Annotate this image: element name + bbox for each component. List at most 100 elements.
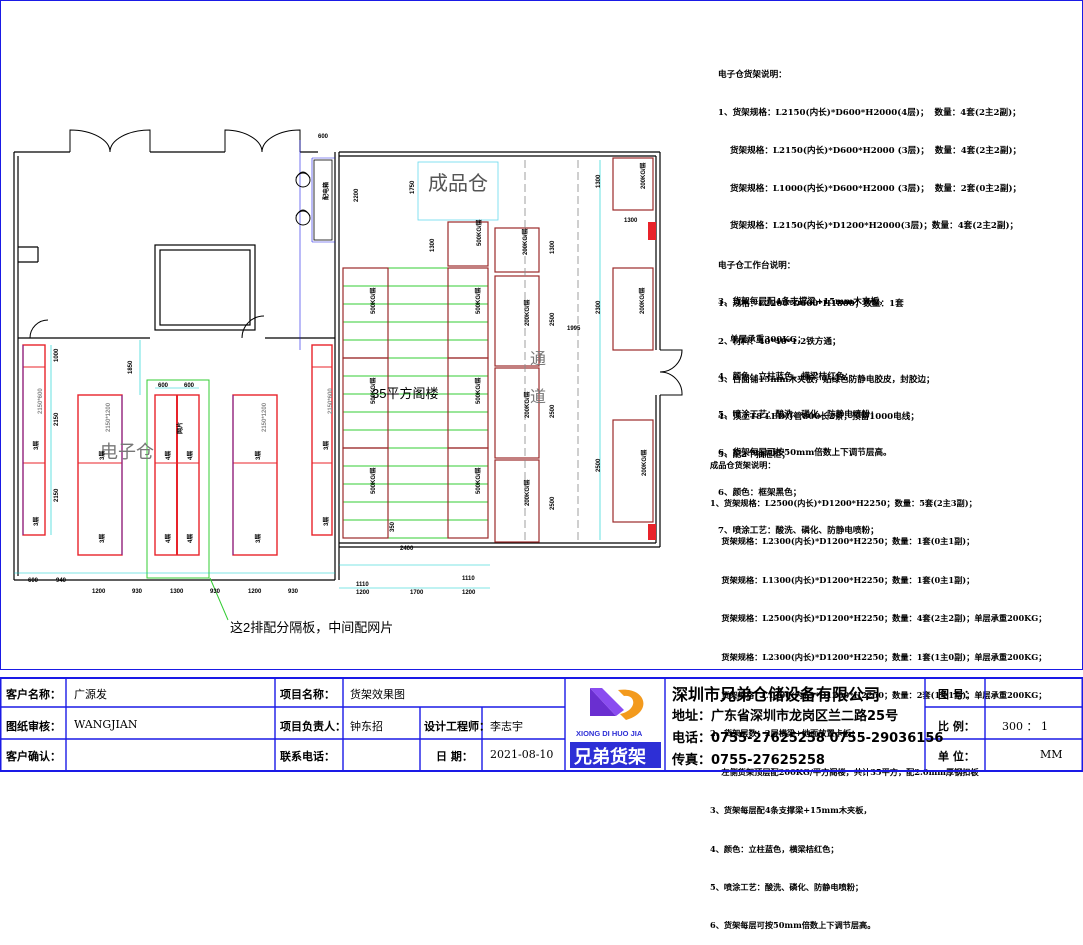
customer-value: 广源发 bbox=[74, 688, 107, 701]
project-name-label: 项目名称： bbox=[280, 688, 335, 701]
company-fax: 传真：0755-27625258 bbox=[672, 753, 825, 768]
notes-finished-line: 货架规格：L2300(内长)*D1200*H2250；数量：1套(0主1副)； bbox=[710, 536, 975, 547]
notes-workbench-line: 7、喷涂工艺：酸洗、磷化、防静电喷粉； bbox=[718, 525, 879, 536]
dim-top-gap: 1750 bbox=[410, 180, 416, 194]
notes-workbench-line: 3、台面铺15mm木夹板，贴绿色防静电胶皮，封胶边； bbox=[718, 374, 935, 385]
rack-label-500-4: 500KG/层 bbox=[475, 219, 483, 246]
notes-electronic-line: 货架规格：L1000(内长)*D600*H2000 (3层)； 数量：2套(0主… bbox=[718, 183, 1022, 194]
doors bbox=[29, 129, 683, 396]
rack-label-500-6: 500KG/层 bbox=[474, 377, 482, 404]
dim-b-600: 600 bbox=[28, 578, 39, 584]
notes-electronic-title: 电子仓货架说明： bbox=[718, 70, 787, 81]
dim-b-1300: 1300 bbox=[170, 589, 184, 595]
dim-b-930-a: 930 bbox=[132, 589, 143, 595]
rack-layer-3-4: 3层 bbox=[98, 534, 106, 543]
rack-label-200-6: 200KG/层 bbox=[638, 287, 646, 314]
dim-b-940: 940 bbox=[56, 578, 67, 584]
rack-spec-2: 2150*1200 bbox=[106, 402, 112, 432]
notes-finished-title: 成品仓货架说明： bbox=[710, 459, 776, 470]
walls bbox=[13, 151, 661, 581]
rack-layer-4-4: 4层 bbox=[186, 534, 194, 543]
rack-spec-3: 2150*1200 bbox=[262, 402, 268, 432]
rack-layer-3-6: 3层 bbox=[254, 534, 262, 543]
notes-finished-line: 货架规格：L2500(内长)*D1200*H2250；数量：4套(2主2副)；单… bbox=[710, 613, 1047, 624]
dim-right-1300-b: 1300 bbox=[596, 174, 602, 188]
dim-right-2500-b: 2500 bbox=[550, 404, 556, 418]
rack-net: 网片 bbox=[176, 422, 184, 434]
company-address: 地址：广东省深圳市龙岗区兰二路25号 bbox=[672, 709, 899, 724]
dim-b-1110-b: 1110 bbox=[462, 576, 475, 582]
dim-b-1200-a: 1200 bbox=[92, 589, 106, 595]
notes-workbench-line: 1、规格：L2200*D600*H1800；数量：1套 bbox=[718, 298, 904, 309]
notes-electronic-line: 4、颜色：立柱蓝色，横梁桔红色； bbox=[718, 372, 853, 383]
rack-label-500-3: 500KG/层 bbox=[369, 467, 377, 494]
rack-spec-4: 2150*600 bbox=[328, 388, 334, 414]
customer-confirm-label: 客户确认： bbox=[6, 750, 61, 763]
logo-cn: 兄弟货架 bbox=[574, 747, 646, 768]
rack-label-500-7: 500KG/层 bbox=[474, 467, 482, 494]
notes-finished-line: 5、喷涂工艺：酸洗、磷化、防静电喷粉； bbox=[710, 881, 864, 892]
aisle-label-a: 通 bbox=[530, 350, 546, 368]
rack-layer-3-2: 3层 bbox=[32, 517, 40, 526]
drawing-review-label: 图纸审核： bbox=[6, 720, 61, 733]
divider-note: 这2排配分隔板，中间配网片 bbox=[230, 620, 393, 635]
engineer-label: 设计工程师： bbox=[424, 720, 490, 733]
rack-label-500-2: 500KG/层 bbox=[369, 377, 377, 404]
engineer-value: 李志宇 bbox=[490, 720, 523, 733]
switch-boxes bbox=[648, 222, 656, 540]
notes-finished-line: 3、货架每层配4条支撑梁+15mm木夹板， bbox=[710, 805, 872, 816]
dim-right-1300-a: 1300 bbox=[550, 240, 556, 254]
notes-finished-line: 6、货架每层可按50mm倍数上下调节层高。 bbox=[710, 920, 876, 931]
dim-right-2500-d: 2500 bbox=[596, 458, 602, 472]
scale-value: 300 ： 1 bbox=[1002, 720, 1048, 733]
notes-electronic-line: 1、货架规格：L2150(内长)*D600*H2000(4层)； 数量：4套(2… bbox=[718, 107, 1021, 118]
dimension-labels: 600 2200 1750 1300 1300 2500 2500 2500 1… bbox=[28, 134, 638, 596]
dim-right-1300-c: 1300 bbox=[624, 218, 638, 224]
mezzanine-grid bbox=[342, 267, 489, 539]
contact-label: 联系电话： bbox=[280, 750, 335, 763]
dim-b-1110-a: 1110 bbox=[356, 582, 369, 588]
dim-b-930-b: 930 bbox=[210, 589, 221, 595]
rack-label-200-3: 200KG/层 bbox=[523, 391, 531, 418]
notes-electronic-line: 5、喷涂工艺：酸洗、磷化、防静电喷粉； bbox=[718, 410, 879, 421]
floor-plan: 成品仓 电子仓 35平方阁楼 通 道 这2排配分隔板，中间配网片 600 220… bbox=[0, 0, 1083, 670]
rack-label-200-2: 200KG/层 bbox=[523, 299, 531, 326]
notes-finished-line: 2、货架层数：2层横梁+地面放置卡板； bbox=[710, 728, 860, 739]
notes-finished-line: 货架规格：L1300(内长)*D1200*H2250；数量：2套(1主1副)；单… bbox=[710, 689, 1047, 700]
notes-electronic-line: 货架规格：L2150(内长)*D600*H2000 (3层)； 数量：4套(2主… bbox=[718, 145, 1022, 156]
dim-mid-600-a: 600 bbox=[158, 383, 169, 389]
rack-layer-4-3: 4层 bbox=[164, 534, 172, 543]
room-finished-goods: 成品仓 bbox=[428, 172, 488, 195]
notes-finished-line: 4、颜色：立柱蓝色，横梁桔红色； bbox=[710, 843, 839, 854]
dim-stair-2400: 2400 bbox=[400, 546, 414, 552]
zone-outline bbox=[417, 161, 499, 221]
notes-electronic-line: 货架规格：L2150(内长)*D1200*H2000(3层)；数量：4套(2主2… bbox=[718, 221, 1019, 232]
rack-text: 500KG/层 500KG/层 500KG/层 500KG/层 500KG/层 … bbox=[32, 162, 648, 543]
drawing-review-value: WANGJIAN bbox=[74, 718, 138, 731]
dim-left-2150-a: 2150 bbox=[54, 412, 60, 426]
drawing-no-label: 图 号： bbox=[938, 688, 975, 701]
logo-mark-icon bbox=[570, 688, 661, 768]
dim-left-1000: 1000 bbox=[54, 348, 60, 362]
dim-right-2500-c: 2500 bbox=[550, 496, 556, 510]
rack-layer-3-1: 3层 bbox=[32, 441, 40, 450]
notes-electronic-line: 3、货架每层配4条支撑梁+15mm木夹板， bbox=[718, 296, 888, 307]
dim-stair-len: 2200 bbox=[354, 188, 360, 202]
room-electronic: 电子仓 bbox=[100, 442, 154, 462]
aisle-label-b: 道 bbox=[530, 388, 546, 406]
rack-layer-3-8: 3层 bbox=[322, 517, 330, 526]
notes-electronic-line: 单层承重300KG； bbox=[718, 334, 806, 345]
dim-door-top: 600 bbox=[318, 134, 329, 140]
room-mezzanine: 35平方阁楼 bbox=[372, 386, 438, 401]
project-name-value: 货架效果图 bbox=[350, 688, 405, 701]
dim-right-2300: 2300 bbox=[596, 300, 602, 314]
notes-workbench-line: 2、材料：40*40*1.2铁方通； bbox=[718, 336, 841, 347]
rack-label-200-5: 200KG/层 bbox=[639, 162, 647, 189]
date-label: 日 期： bbox=[436, 750, 473, 763]
notes-workbench-line: 4、顶上T8 LED灯管800长2条，预留1000电线； bbox=[718, 412, 919, 423]
dim-stair-350: 350 bbox=[390, 521, 396, 532]
rack-layer-4-2: 4层 bbox=[186, 451, 194, 460]
rack-label-200-7: 200KG/层 bbox=[640, 449, 648, 476]
dim-aisle-1995: 1995 bbox=[567, 326, 581, 332]
company-logo: XIONG DI HUO JIA 兄弟货架 bbox=[568, 680, 663, 769]
